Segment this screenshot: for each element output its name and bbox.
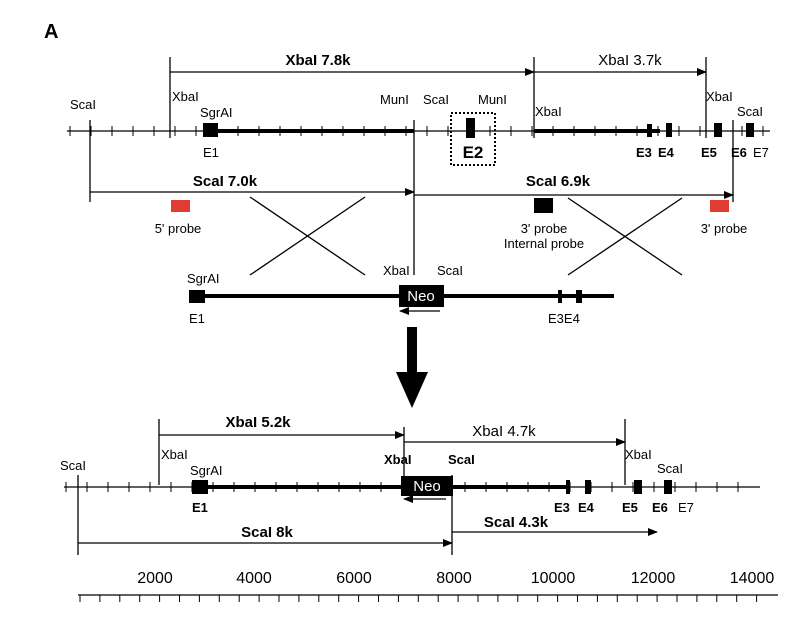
scale-tick-10000: 10000 [531,570,576,587]
ko-site-scai-1: ScaI [60,458,86,473]
panel-label: A [44,21,58,43]
process-arrow [396,327,428,408]
site-muni-1: MunI [380,92,409,107]
scale-minor-ticks [79,595,758,602]
scale-tick-4000: 4000 [236,570,272,587]
exon-e2-box [466,118,475,138]
xbai-7.8k-label: XbaI 7.8k [285,52,351,69]
ko-site-xbai-3: XbaI [625,447,652,462]
scai-7.0k-label: ScaI 7.0k [193,173,258,190]
scale-tick-8000: 8000 [436,570,472,587]
ko-exon-e1 [192,480,208,494]
exon-e3-box [647,124,652,137]
ko-site-scai-3: ScaI [657,461,683,476]
vector-site-xbai: XbaI [383,263,410,278]
probe-3prime-label: 3' probe [701,221,748,236]
site-scai-3: ScaI [737,104,763,119]
ko-exon-e3 [566,480,570,494]
vector-exon-e1-label: E1 [189,311,205,326]
vector-exon-e4 [576,290,582,303]
site-scai-1: ScaI [70,97,96,112]
exon-e5-box [714,123,722,137]
scale-bar: 2000 4000 6000 8000 10000 12000 14000 [78,570,778,602]
vector-exon-e1 [189,290,205,303]
exon-e2-label: E2 [463,143,484,162]
exon-e1-box [203,123,218,137]
wildtype-allele: XbaI 7.8k XbaI 3.7k ScaI XbaI SgrAI MunI… [67,52,770,275]
ko-exon-e4 [585,480,591,494]
ko-site-scai-2: ScaI [448,452,475,467]
probe-3prime-internal-label: 3' probe [521,221,568,236]
ko-site-xbai-2: XbaI [384,452,411,467]
site-muni-2: MunI [478,92,507,107]
vector-neo-cassette [399,285,444,307]
ko-scai-4.3k-label: ScaI 4.3k [484,514,549,531]
vector-site-scai: ScaI [437,263,463,278]
site-xbai-1: XbaI [172,89,199,104]
vector-exon-e3 [558,290,562,303]
vector-site-sgrai: SgrAI [187,271,220,286]
ko-neo-cassette [401,476,453,496]
probe-5prime-label: 5' probe [155,221,202,236]
ko-exon-e1-label: E1 [192,500,208,515]
probe-3prime [710,200,729,212]
ko-scai-8k-label: ScaI 8k [241,524,293,541]
exon-e6-label: E6 [731,145,747,160]
exon-e1-label: E1 [203,145,219,160]
vector-neo-label: Neo [407,288,435,305]
site-xbai-2: XbaI [535,104,562,119]
ko-site-xbai-1: XbaI [161,447,188,462]
ko-exon-e4-label: E4 [578,500,595,515]
recombination-crosses [249,196,683,276]
e2-dotted-box [450,112,496,166]
scale-tick-6000: 6000 [336,570,372,587]
vector-exon-e3e4-label: E3E4 [548,311,580,326]
ko-exon-e7-label: E7 [678,500,694,515]
scale-tick-2000: 2000 [137,570,173,587]
probe-5prime [171,200,190,212]
ko-site-sgrai: SgrAI [190,463,223,478]
probe-internal-label: Internal probe [504,236,584,251]
exon-e6-box [746,123,754,137]
xbai-3.7k-label: XbaI 3.7k [598,52,662,69]
site-sgrai: SgrAI [200,105,233,120]
ko-exon-e5-label: E5 [622,500,638,515]
ko-exon-e5 [634,480,642,494]
ko-xbai-4.7k-label: XbaI 4.7k [472,423,536,440]
targeted-allele: XbaI 5.2k XbaI 4.7k ScaI XbaI SgrAI XbaI… [60,414,760,555]
site-scai-2: ScaI [423,92,449,107]
probe-internal [534,198,553,213]
scale-tick-12000: 12000 [631,570,676,587]
scale-tick-14000: 14000 [730,570,775,587]
site-xbai-3: XbaI [706,89,733,104]
exon-e7-label: E7 [753,145,769,160]
exon-e4-label: E4 [658,145,675,160]
ko-xbai-5.2k-label: XbaI 5.2k [225,414,291,431]
targeting-vector: SgrAI XbaI ScaI Neo E1 E3E4 [187,263,614,326]
exon-e3-label: E3 [636,145,652,160]
ko-exon-e6-label: E6 [652,500,668,515]
exon-e4-box [666,123,672,137]
ko-neo-label: Neo [413,478,441,495]
scai-6.9k-label: ScaI 6.9k [526,173,591,190]
ko-exon-e6 [664,480,672,494]
exon-e5-label: E5 [701,145,717,160]
ko-exon-e3-label: E3 [554,500,570,515]
